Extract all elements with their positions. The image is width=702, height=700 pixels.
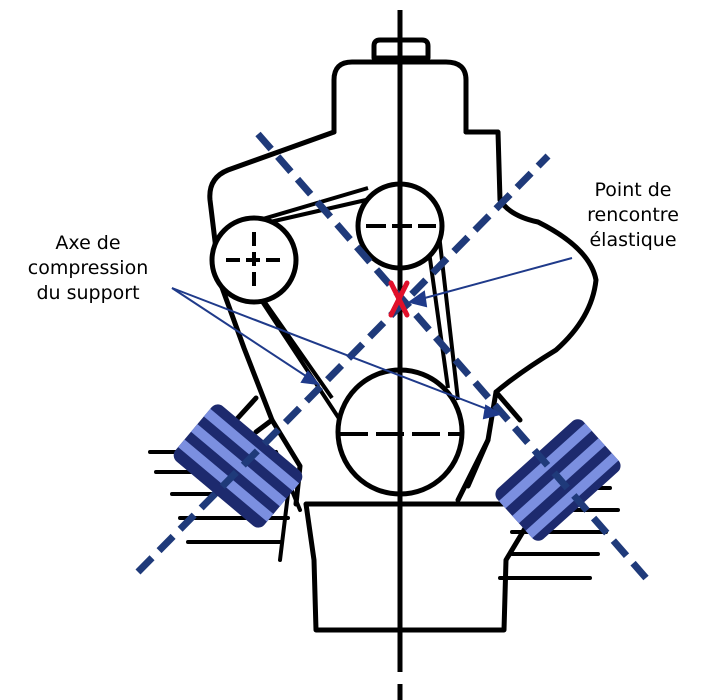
compression-axis-label-line-3: du support bbox=[36, 282, 140, 304]
engine-block bbox=[207, 129, 599, 503]
meeting-point-mark bbox=[388, 280, 410, 318]
compression-axis-label-line-2: compression bbox=[27, 257, 149, 279]
left-bracket bbox=[233, 395, 303, 507]
oil-pan bbox=[303, 501, 535, 633]
belt-outer bbox=[234, 186, 460, 422]
meeting-point-label-line-2: rencontre bbox=[587, 204, 679, 226]
compression-axes bbox=[135, 131, 649, 581]
leader-lines bbox=[171, 257, 573, 420]
compression-axis-right bbox=[255, 131, 649, 581]
meeting-point-label-line-1: Point de bbox=[594, 179, 672, 201]
right-bracket bbox=[465, 389, 523, 489]
compression-axis-left bbox=[135, 153, 551, 575]
top-cap bbox=[371, 37, 431, 61]
compression-axis-label-line-1: Axe de bbox=[55, 232, 121, 254]
meeting-point-label: Point de rencontre élastique bbox=[565, 178, 701, 253]
compression-axis-label: Axe de compression du support bbox=[8, 231, 168, 306]
accessory-belt bbox=[234, 186, 460, 422]
meeting-point-label-line-3: élastique bbox=[589, 229, 677, 251]
